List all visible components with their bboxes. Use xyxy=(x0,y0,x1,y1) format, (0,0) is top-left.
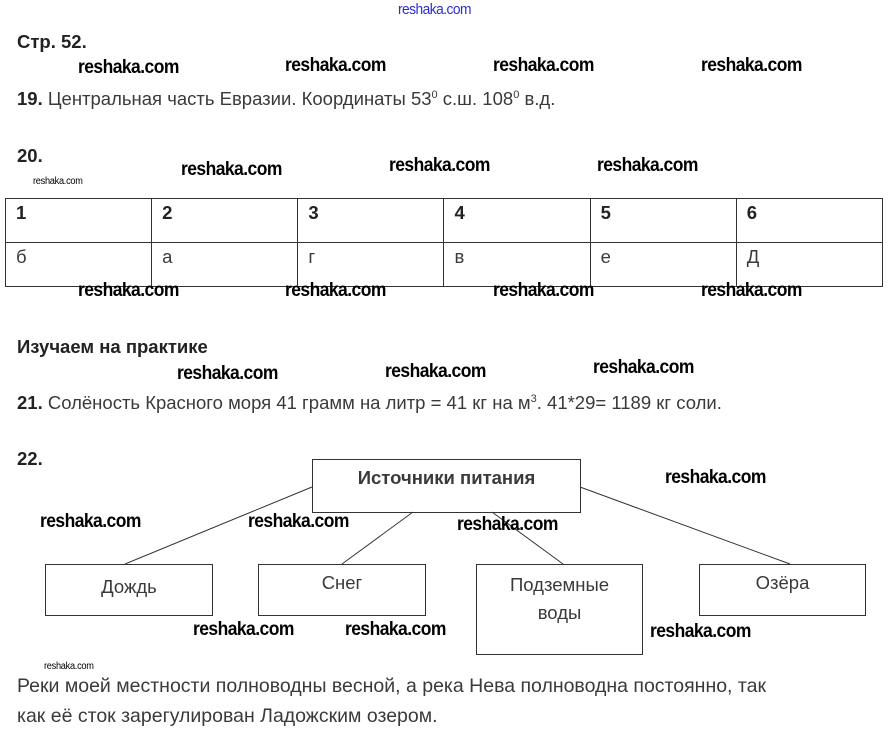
watermark: reshaka.com xyxy=(701,55,802,76)
table-cell: в xyxy=(443,242,591,287)
watermark: reshaka.com xyxy=(177,363,278,384)
table-cell: е xyxy=(589,242,737,287)
connector-line xyxy=(579,486,791,565)
table-cell: 6 xyxy=(735,198,884,243)
connector-line xyxy=(491,511,564,565)
watermark: reshaka.com xyxy=(493,280,594,301)
question-22-number: 22. xyxy=(17,448,43,469)
watermark: reshaka.com xyxy=(78,280,179,301)
conclusion-line-1: Реки моей местности полноводны весной, а… xyxy=(17,675,766,697)
conclusion-line-2: как её сток зарегулирован Ладожским озер… xyxy=(17,705,438,727)
answer-table: 1 2 3 4 5 6 б а г в е Д xyxy=(4,198,884,287)
table-cell: б xyxy=(4,242,153,287)
diagram-box-snow: Снег xyxy=(258,564,426,616)
watermark: reshaka.com xyxy=(457,514,558,535)
watermark: reshaka.com xyxy=(285,55,386,76)
watermark: reshaka.com xyxy=(701,280,802,301)
watermark: reshaka.com xyxy=(650,621,751,642)
answer-text: в.д. xyxy=(519,88,556,109)
watermark: reshaka.com xyxy=(285,280,386,301)
watermark: reshaka.com xyxy=(248,511,349,532)
superscript: 0 xyxy=(513,88,520,101)
page-label: Стр. 52. xyxy=(17,31,87,52)
diagram-box-groundwater: Подземные воды xyxy=(476,564,643,655)
watermark: reshaka.com xyxy=(181,159,282,180)
connector-line xyxy=(124,486,313,565)
table-row: б а г в е Д xyxy=(4,242,884,287)
table-cell: 4 xyxy=(443,198,591,243)
watermark: reshaka.com xyxy=(78,57,179,78)
table-header-row: 1 2 3 4 5 6 xyxy=(4,198,884,243)
diagram-box-lakes: Озёра xyxy=(699,564,866,616)
table-cell: Д xyxy=(735,242,884,287)
question-20-number: 20. xyxy=(17,145,43,166)
answer-text: Центральная часть Евразии. Координаты 53 xyxy=(47,88,432,109)
watermark: reshaka.com xyxy=(398,1,471,18)
watermark: reshaka.com xyxy=(593,357,694,378)
diagram-root-box: Источники питания xyxy=(312,459,581,513)
watermark: reshaka.com xyxy=(597,155,698,176)
watermark: reshaka.com xyxy=(44,661,94,672)
section-heading: Изучаем на практике xyxy=(17,336,208,357)
question-19: 19. Центральная часть Евразии. Координат… xyxy=(17,88,555,110)
watermark: reshaka.com xyxy=(665,467,766,488)
watermark: reshaka.com xyxy=(193,619,294,640)
question-number: 21. xyxy=(17,392,43,413)
watermark: reshaka.com xyxy=(389,155,490,176)
question-21: 21. Солёность Красного моря 41 грамм на … xyxy=(17,392,722,414)
answer-text: Солёность Красного моря 41 грамм на литр… xyxy=(47,392,531,413)
watermark: reshaka.com xyxy=(33,176,83,187)
table-cell: а xyxy=(151,242,299,287)
connector-line xyxy=(341,511,414,565)
diagram-box-rain: Дождь xyxy=(45,564,213,616)
watermark: reshaka.com xyxy=(493,55,594,76)
answer-text: . 41*29= 1189 кг соли. xyxy=(536,392,722,413)
table-cell: г xyxy=(297,242,445,287)
question-number: 19. xyxy=(17,88,43,109)
answer-text: с.ш. 108 xyxy=(437,88,514,109)
watermark: reshaka.com xyxy=(345,619,446,640)
table-cell: 3 xyxy=(297,198,445,243)
superscript: 3 xyxy=(530,392,537,405)
watermark: reshaka.com xyxy=(385,361,486,382)
superscript: 0 xyxy=(431,88,438,101)
watermark: reshaka.com xyxy=(40,511,141,532)
